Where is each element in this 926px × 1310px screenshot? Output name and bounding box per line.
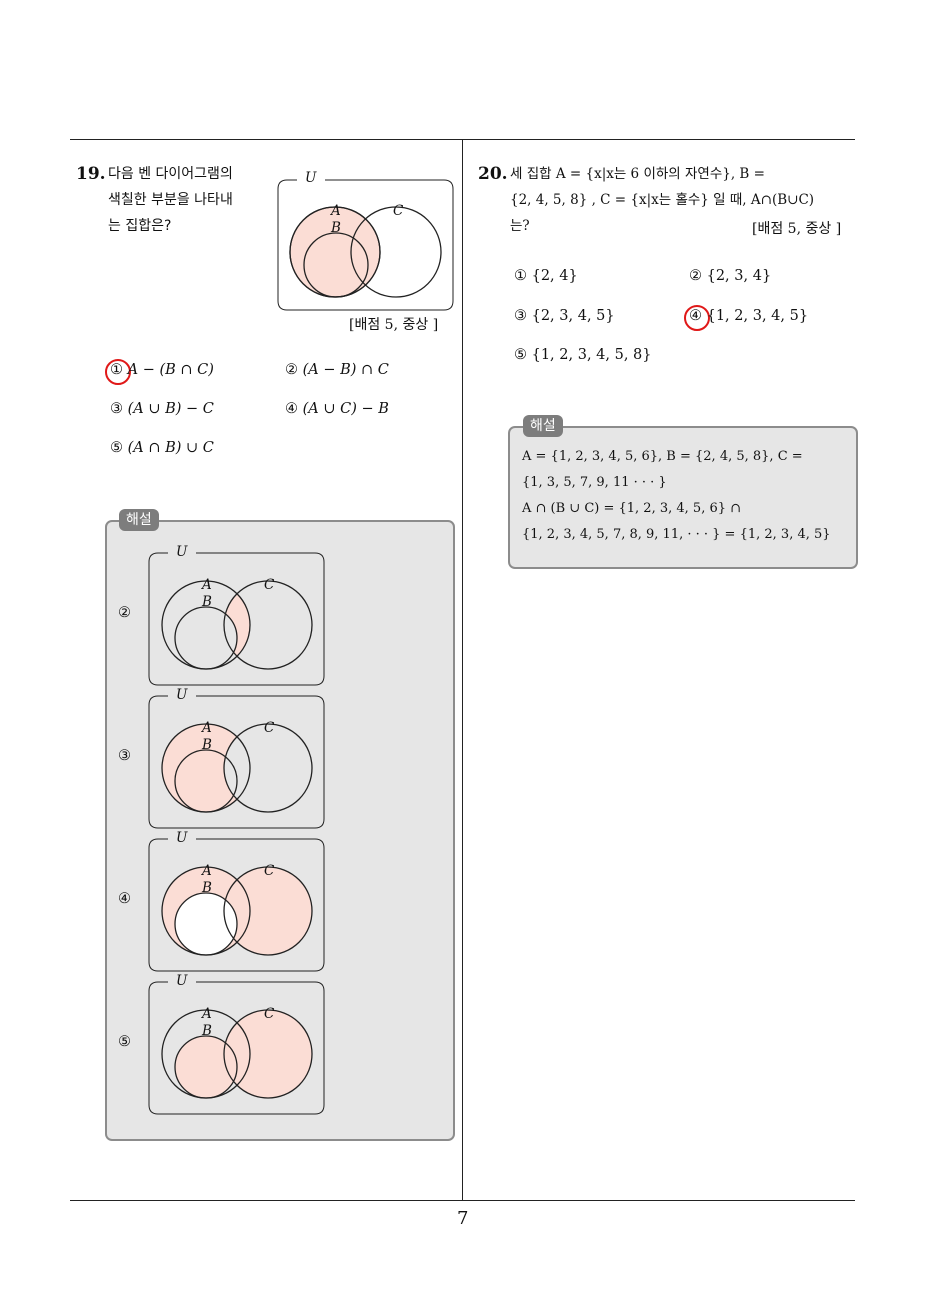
q19-option-2[interactable]: ② (A − B) ∩ C	[285, 362, 389, 378]
q19-venn-label-u: U	[305, 170, 317, 186]
option-mark: ②	[285, 362, 298, 378]
q19-option-5[interactable]: ⑤ (A ∩ B) ∪ C	[110, 440, 214, 456]
option-text: {1, 2, 3, 4, 5, 8}	[531, 347, 652, 363]
q20-option-5[interactable]: ⑤ {1, 2, 3, 4, 5, 8}	[514, 347, 652, 363]
q20-text-line: {2, 4, 5, 8} , C = {x|x는 홀수} 일 때, A∩(B∪C…	[510, 192, 815, 208]
page-number: 7	[457, 1208, 469, 1229]
q20-points: [배점 5, 중상 ]	[752, 221, 842, 237]
q19-text-line: 는 집합은?	[108, 218, 172, 234]
q19-solution-tag: 해설	[119, 509, 159, 531]
q19-solution-label-b: B	[202, 1023, 212, 1039]
q19-solution-label-c: C	[264, 720, 275, 736]
option-text: (A ∪ C) − B	[302, 401, 389, 417]
bottom-rule	[70, 1200, 855, 1201]
option-text: (A − B) ∩ C	[302, 362, 389, 378]
q19-number: 19.	[76, 164, 106, 184]
q19-solution-label-b: B	[202, 594, 212, 610]
q19-solution-mark-2: ②	[118, 605, 131, 621]
q19-solution-label-a: A	[202, 577, 212, 593]
q19-answer-mark	[105, 359, 131, 385]
q19-solution-label-b: B	[202, 880, 212, 896]
option-text: {2, 3, 4, 5}	[531, 308, 615, 324]
option-mark: ⑤	[514, 347, 527, 363]
option-text: (A ∪ B) − C	[127, 401, 214, 417]
q19-solution-label-u: U	[176, 973, 188, 989]
q19-venn-diagram	[277, 179, 454, 311]
option-mark: ②	[689, 268, 702, 284]
q19-venn-label-a: A	[331, 203, 341, 219]
q20-solution-box	[508, 426, 858, 569]
option-mark: ⑤	[110, 440, 123, 456]
q19-solution-label-u: U	[176, 544, 188, 560]
q19-solution-box	[105, 520, 455, 1141]
q19-solution-venn-2	[148, 552, 325, 686]
option-text: A − (B ∩ C)	[127, 362, 214, 378]
q19-solution-label-a: A	[202, 1006, 212, 1022]
q19-solution-label-a: A	[202, 863, 212, 879]
q19-solution-label-b: B	[202, 737, 212, 753]
option-text: (A ∩ B) ∪ C	[127, 440, 214, 456]
q19-text-line: 다음 벤 다이어그램의	[108, 166, 233, 182]
option-mark: ④	[689, 308, 702, 324]
option-mark: ③	[514, 308, 527, 324]
q19-solution-venn-4	[148, 838, 325, 972]
q19-solution-mark-3: ③	[118, 748, 131, 764]
option-mark: ①	[514, 268, 527, 284]
option-mark: ①	[110, 362, 123, 378]
q19-solution-mark-4: ④	[118, 891, 131, 907]
q20-question-text: 세 집합 A = {x|x는 6 이하의 자연수}, B = {2, 4, 5,…	[510, 161, 858, 239]
q19-solution-label-c: C	[264, 1006, 275, 1022]
option-mark: ④	[285, 401, 298, 417]
q19-solution-label-u: U	[176, 830, 188, 846]
option-text: {1, 2, 3, 4, 5}	[706, 308, 809, 324]
q19-solution-venn-5	[148, 981, 325, 1115]
q20-solution-line: {1, 3, 5, 7, 9, 11 · · · }	[522, 475, 667, 490]
q20-solution-line: A ∩ (B ∪ C) = {1, 2, 3, 4, 5, 6} ∩	[522, 501, 742, 516]
q19-solution-label-u: U	[176, 687, 188, 703]
q19-option-3[interactable]: ③ (A ∪ B) − C	[110, 401, 214, 417]
q20-solution-line: A = {1, 2, 3, 4, 5, 6}, B = {2, 4, 5, 8}…	[522, 449, 803, 464]
q19-option-1[interactable]: ① A − (B ∩ C)	[110, 362, 214, 378]
q19-venn-label-b: B	[331, 220, 341, 236]
q20-option-4[interactable]: ④ {1, 2, 3, 4, 5}	[689, 308, 808, 324]
q20-solution-line: {1, 2, 3, 4, 5, 7, 8, 9, 11, · · · } = {…	[522, 527, 831, 542]
q20-text-line: 세 집합 A = {x|x는 6 이하의 자연수}, B =	[510, 166, 765, 182]
q19-venn-label-c: C	[393, 203, 404, 219]
option-text: {2, 4}	[531, 268, 578, 284]
q19-option-4[interactable]: ④ (A ∪ C) − B	[285, 401, 389, 417]
q20-text-line: 는?	[510, 218, 530, 234]
q19-solution-label-a: A	[202, 720, 212, 736]
q20-number: 20.	[478, 164, 508, 184]
q19-solution-venn-3	[148, 695, 325, 829]
q19-solution-label-c: C	[264, 577, 275, 593]
q20-option-1[interactable]: ① {2, 4}	[514, 268, 578, 284]
option-text: {2, 3, 4}	[706, 268, 772, 284]
q19-solution-mark-5: ⑤	[118, 1034, 131, 1050]
q20-option-2[interactable]: ② {2, 3, 4}	[689, 268, 771, 284]
q20-answer-mark	[684, 305, 710, 331]
option-mark: ③	[110, 401, 123, 417]
q20-solution-tag: 해설	[523, 415, 563, 437]
column-divider	[462, 139, 463, 1201]
q19-text-line: 색칠한 부분을 나타내	[108, 192, 233, 208]
q20-solution-text: A = {1, 2, 3, 4, 5, 6}, B = {2, 4, 5, 8}…	[522, 444, 848, 548]
q19-points: [배점 5, 중상 ]	[349, 317, 439, 333]
q19-question-text: 다음 벤 다이어그램의 색칠한 부분을 나타내 는 집합은?	[108, 161, 233, 239]
q19-solution-label-c: C	[264, 863, 275, 879]
q20-option-3[interactable]: ③ {2, 3, 4, 5}	[514, 308, 615, 324]
